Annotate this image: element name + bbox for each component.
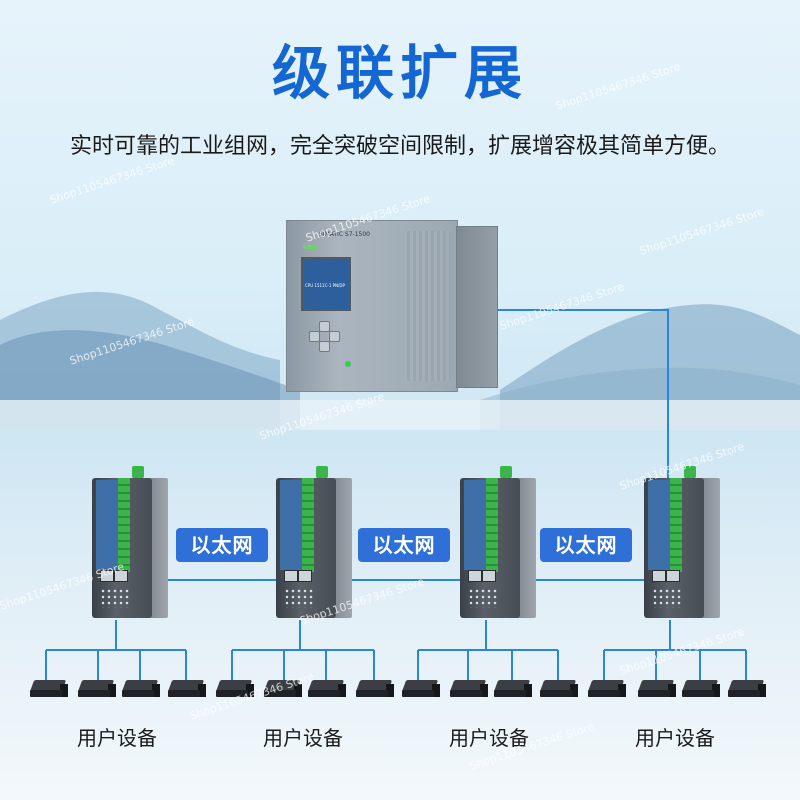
ethernet-badge: 以太网 [540,528,632,562]
ethernet-badge: 以太网 [176,528,268,562]
plc-vent [407,231,451,381]
io-module [276,466,352,620]
plc-body: SIMATIC S7-1500 CPU 1511C-1 PN/DP [286,220,458,392]
module-indicators [100,588,130,608]
plc-led-icon [345,361,351,367]
power-connector-icon [132,466,144,478]
plc-status-indicator [303,245,317,249]
user-device-icon [401,680,440,700]
nav-down-icon [319,341,330,352]
io-module [644,466,720,620]
io-module [460,466,536,620]
ethernet-port-icon [482,570,496,582]
module-indicators [468,588,498,608]
plc-label: SIMATIC S7-1500 [319,231,370,238]
user-device-icon [449,680,488,700]
user-device-icon [29,680,68,700]
user-devices-label: 用户设备 [77,726,157,750]
user-device-icon [681,680,720,700]
user-device-icon [121,680,160,700]
terminal-block-icon [118,478,130,572]
power-connector-icon [316,466,328,478]
page-title: 级联扩展 [271,39,528,107]
terminal-block-icon [670,478,682,572]
nav-right-icon [329,331,340,342]
user-device-icon [263,680,302,700]
ethernet-port-icon [114,570,128,582]
user-devices-label: 用户设备 [635,726,715,750]
mountain-background [0,291,800,430]
plc-screen-text: CPU 1511C-1 PN/DP [305,283,345,288]
plc-navigation-buttons [309,321,340,352]
ethernet-port-icon [100,570,114,582]
user-device-icon [307,680,346,700]
user-devices-label: 用户设备 [449,726,529,750]
ethernet-port-icon [666,570,680,582]
user-devices-label: 用户设备 [263,726,343,750]
module-face [280,480,302,570]
nav-up-icon [319,321,330,332]
nav-left-icon [309,331,320,342]
user-device-icon [727,680,766,700]
power-connector-icon [500,466,512,478]
ethernet-port-icon [652,570,666,582]
user-device-icon [77,680,116,700]
terminal-block-icon [486,478,498,572]
module-indicators [652,588,682,608]
user-device-icon [637,680,676,700]
io-module [92,466,168,620]
power-connector-icon [684,466,696,478]
ethernet-port-icon [298,570,312,582]
ethernet-port-icon [284,570,298,582]
user-device-icon [355,680,394,700]
user-device-icon [215,680,254,700]
user-device-icon [167,680,206,700]
plc-controller: SIMATIC S7-1500 CPU 1511C-1 PN/DP [286,220,498,392]
module-indicators [284,588,314,608]
user-device-icon [587,680,626,700]
page-subtitle: 实时可靠的工业组网，完全突破空间限制，扩展增容极其简单方便。 [69,134,730,159]
user-device-icon [493,680,532,700]
plc-side-panel [456,226,498,388]
ethernet-badge: 以太网 [358,528,450,562]
module-face [96,480,118,570]
module-face [648,480,670,570]
terminal-block-icon [302,478,314,572]
ethernet-port-icon [468,570,482,582]
user-device-icon [539,680,578,700]
module-face [464,480,486,570]
plc-display: CPU 1511C-1 PN/DP [301,257,351,311]
